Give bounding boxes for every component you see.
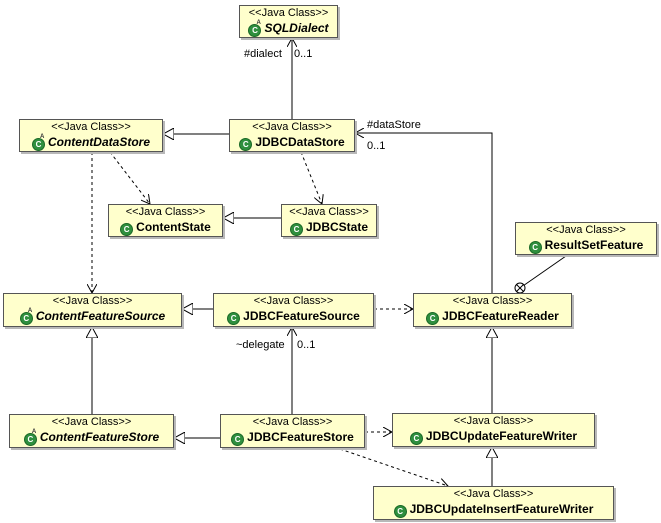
class-stereotype: <<Java Class>>	[52, 295, 133, 307]
label-datastore-role: #dataStore	[367, 119, 421, 131]
class-icon: C	[528, 241, 542, 254]
assoc-datastore	[355, 133, 493, 293]
class-icon: C	[426, 312, 440, 325]
class-icon: C	[227, 312, 241, 325]
class-name: CSQLDialect	[240, 20, 337, 37]
class-name: CContentFeatureSource	[4, 308, 181, 325]
abstract-class-icon: C	[248, 20, 262, 37]
dep-jdbcdatastore-jdbcstate	[300, 151, 322, 204]
class-icon: C	[120, 223, 134, 236]
label-delegate-role: ~delegate	[236, 339, 285, 351]
class-stereotype: <<Java Class>>	[289, 206, 369, 218]
class-contentfeaturesource[interactable]: <<Java Class>> CContentFeatureSource	[3, 293, 182, 327]
class-stereotype: <<Java Class>>	[51, 416, 132, 428]
dep-contentdatastore-contentstate	[109, 151, 150, 204]
class-icon: C	[393, 505, 407, 518]
class-icon: C	[231, 433, 245, 446]
dep-jdbcfeaturestore-jdbcupdateinsertfeaturewriter	[339, 448, 448, 486]
class-stereotype: <<Java Class>>	[452, 295, 533, 307]
class-stereotype: <<Java Class>>	[253, 295, 334, 307]
class-icon: C	[239, 138, 253, 151]
class-name: CContentDataStore	[20, 134, 162, 151]
class-stereotype: <<Java Class>>	[125, 206, 206, 218]
nest-resultsetfeature	[519, 255, 567, 289]
class-stereotype: <<Java Class>>	[252, 121, 332, 133]
class-stereotype: <<Java Class>>	[453, 488, 534, 500]
label-datastore-multiplicity: 0..1	[367, 140, 386, 152]
abstract-class-icon: C	[31, 134, 45, 151]
class-icon: C	[409, 432, 423, 445]
class-name: CContentFeatureStore	[10, 429, 173, 446]
class-stereotype: <<Java Class>>	[248, 7, 329, 19]
class-stereotype: <<Java Class>>	[252, 416, 333, 428]
class-stereotype: <<Java Class>>	[453, 415, 534, 427]
class-stereotype: <<Java Class>>	[546, 224, 626, 236]
class-contentfeaturestore[interactable]: <<Java Class>> CContentFeatureStore	[9, 414, 174, 448]
class-stereotype: <<Java Class>>	[51, 121, 131, 133]
abstract-class-icon: C	[19, 308, 33, 325]
class-icon: C	[289, 223, 303, 236]
class-contentdatastore[interactable]: <<Java Class>> CContentDataStore	[19, 119, 163, 152]
abstract-class-icon: C	[23, 429, 37, 446]
class-sqldialect[interactable]: <<Java Class>> CSQLDialect	[239, 5, 338, 38]
label-delegate-multiplicity: 0..1	[297, 339, 316, 351]
label-dialect-multiplicity: 0..1	[294, 48, 313, 60]
label-dialect-role: #dialect	[244, 48, 282, 60]
